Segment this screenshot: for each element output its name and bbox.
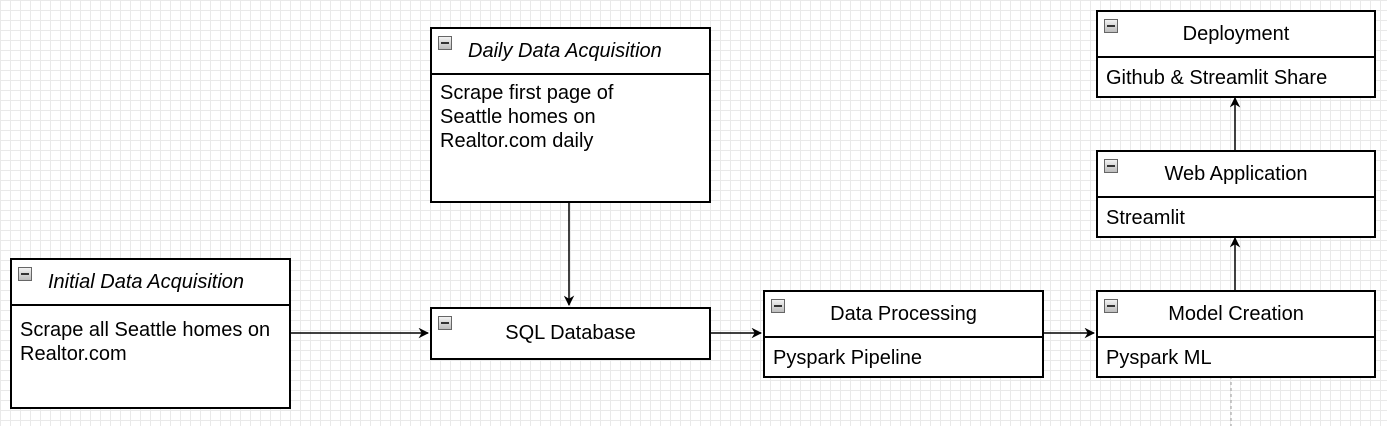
collapse-icon[interactable] bbox=[1104, 159, 1118, 173]
daily-data-acquisition-node[interactable]: Daily Data Acquisition Scrape first page… bbox=[430, 27, 711, 203]
collapse-icon[interactable] bbox=[18, 267, 32, 281]
daily-node-header: Daily Data Acquisition bbox=[432, 29, 709, 75]
deployment-node[interactable]: Deployment Github & Streamlit Share bbox=[1096, 10, 1376, 98]
collapse-icon[interactable] bbox=[438, 316, 452, 330]
sql-node-title: SQL Database bbox=[505, 322, 636, 344]
collapse-icon[interactable] bbox=[1104, 19, 1118, 33]
deployment-node-header: Deployment bbox=[1098, 12, 1374, 58]
sql-database-node[interactable]: SQL Database bbox=[430, 307, 711, 360]
initial-node-title: Initial Data Acquisition bbox=[48, 270, 245, 293]
processing-node-body: Pyspark Pipeline bbox=[773, 347, 922, 369]
deployment-node-body: Github & Streamlit Share bbox=[1106, 67, 1328, 89]
webapp-node-title: Web Application bbox=[1164, 162, 1308, 185]
initial-node-header: Initial Data Acquisition bbox=[12, 260, 289, 306]
model-node-title: Model Creation bbox=[1168, 302, 1304, 325]
webapp-node-header: Web Application bbox=[1098, 152, 1374, 198]
collapse-icon[interactable] bbox=[438, 36, 452, 50]
data-processing-node[interactable]: Data Processing Pyspark Pipeline bbox=[763, 290, 1044, 378]
daily-node-title: Daily Data Acquisition bbox=[468, 39, 662, 62]
sql-node-header: SQL Database bbox=[432, 309, 709, 358]
webapp-node-body: Streamlit bbox=[1106, 207, 1185, 229]
initial-node-body: Scrape all Seattle homes on Realtor.com bbox=[20, 319, 271, 365]
collapse-icon[interactable] bbox=[771, 299, 785, 313]
model-node-header: Model Creation bbox=[1098, 292, 1374, 338]
processing-node-title: Data Processing bbox=[830, 302, 977, 325]
model-creation-node[interactable]: Model Creation Pyspark ML bbox=[1096, 290, 1376, 378]
daily-node-body: Scrape first page of Seattle homes on Re… bbox=[440, 82, 614, 152]
web-application-node[interactable]: Web Application Streamlit bbox=[1096, 150, 1376, 238]
deployment-node-title: Deployment bbox=[1182, 22, 1290, 45]
processing-node-header: Data Processing bbox=[765, 292, 1042, 338]
model-node-body: Pyspark ML bbox=[1106, 347, 1212, 369]
collapse-icon[interactable] bbox=[1104, 299, 1118, 313]
initial-data-acquisition-node[interactable]: Initial Data Acquisition Scrape all Seat… bbox=[10, 258, 291, 409]
